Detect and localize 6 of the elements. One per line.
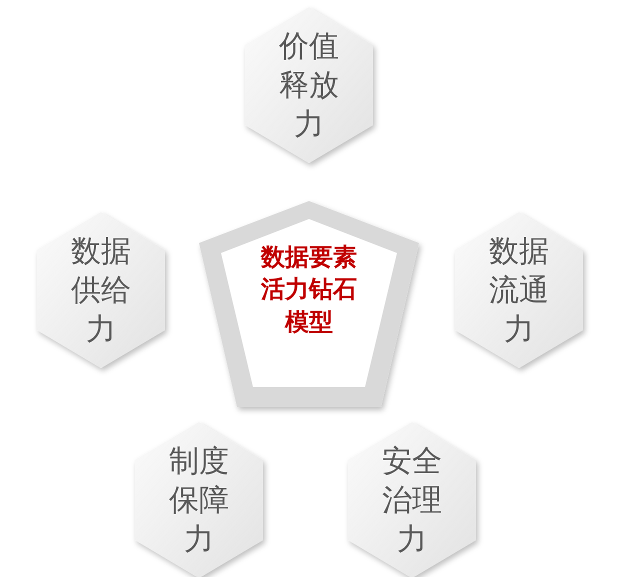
hexagon-label: 制度保障力 — [169, 444, 229, 558]
hexagon-label: 安全治理力 — [382, 444, 442, 558]
hexagon-label: 价值释放力 — [279, 28, 339, 142]
hexagon-label: 数据供给力 — [71, 234, 131, 348]
hexagon-label: 数据流通力 — [489, 234, 549, 348]
center-title: 数据要素活力钻石模型 — [261, 242, 357, 338]
